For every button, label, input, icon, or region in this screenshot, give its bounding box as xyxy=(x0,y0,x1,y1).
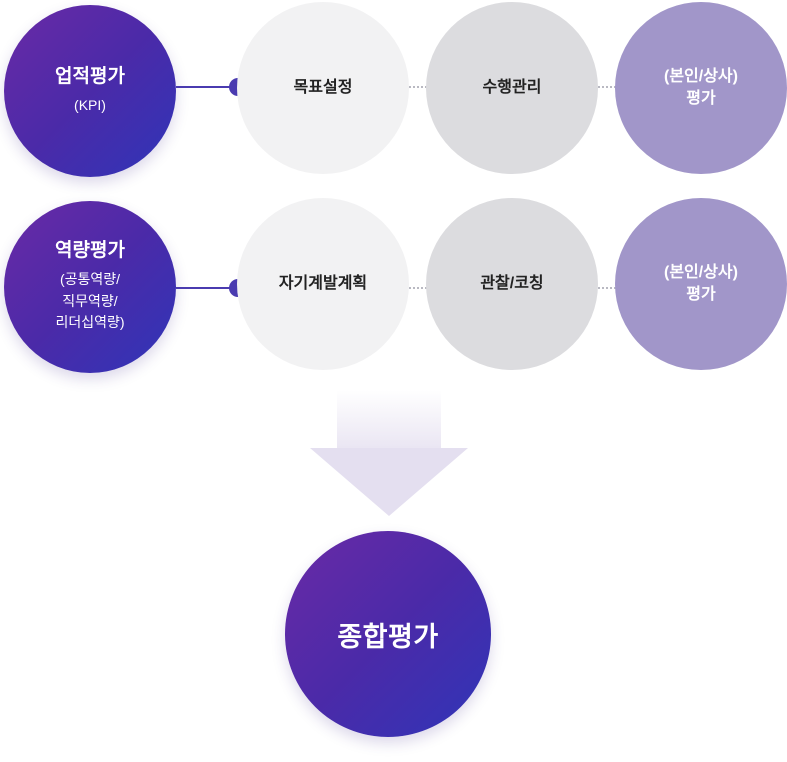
category-competency-subtitle-line: (공통역량/ xyxy=(59,270,121,287)
category-competency-subtitle: (공통역량/ 직무역량/ 리더십역량) xyxy=(55,269,124,334)
step-self-manager-evaluation-2: (본인/상사) 평가 xyxy=(615,198,787,370)
category-kpi-title: 업적평가 xyxy=(55,65,125,87)
category-kpi-circle: 업적평가 (KPI) xyxy=(4,5,176,177)
step-label: 관찰/코칭 xyxy=(480,275,544,293)
step-self-development-plan: 자기계발계획 xyxy=(237,198,409,370)
connector-line xyxy=(176,86,238,88)
step-self-manager-evaluation: (본인/상사) 평가 xyxy=(615,2,787,174)
category-competency-circle: 역량평가 (공통역량/ 직무역량/ 리더십역량) xyxy=(4,201,176,373)
category-competency-title: 역량평가 xyxy=(55,240,125,262)
down-arrow-shaft xyxy=(337,390,441,448)
dotted-connector xyxy=(598,86,616,88)
down-arrow-icon xyxy=(310,448,468,516)
step-goal-setting: 목표설정 xyxy=(237,2,409,174)
dotted-connector xyxy=(409,287,427,289)
step-label: (본인/상사) 평가 xyxy=(664,68,738,107)
category-kpi-subtitle: (KPI) xyxy=(74,95,106,117)
dotted-connector xyxy=(598,287,616,289)
category-competency-subtitle-line: 직무역량/ xyxy=(62,292,118,309)
dotted-connector xyxy=(409,86,427,88)
final-evaluation-circle: 종합평가 xyxy=(285,531,491,737)
step-label: (본인/상사) 평가 xyxy=(664,264,738,303)
step-label: 수행관리 xyxy=(482,79,542,97)
step-observation-coaching: 관찰/코칭 xyxy=(426,198,598,370)
step-label: 자기계발계획 xyxy=(278,275,368,293)
category-kpi-subtitle-line: (KPI) xyxy=(74,96,106,113)
connector-line xyxy=(176,287,238,289)
final-evaluation-label: 종합평가 xyxy=(337,621,439,652)
category-competency-subtitle-line: 리더십역량) xyxy=(55,314,125,331)
step-label: 목표설정 xyxy=(293,79,353,97)
step-performance-management: 수행관리 xyxy=(426,2,598,174)
